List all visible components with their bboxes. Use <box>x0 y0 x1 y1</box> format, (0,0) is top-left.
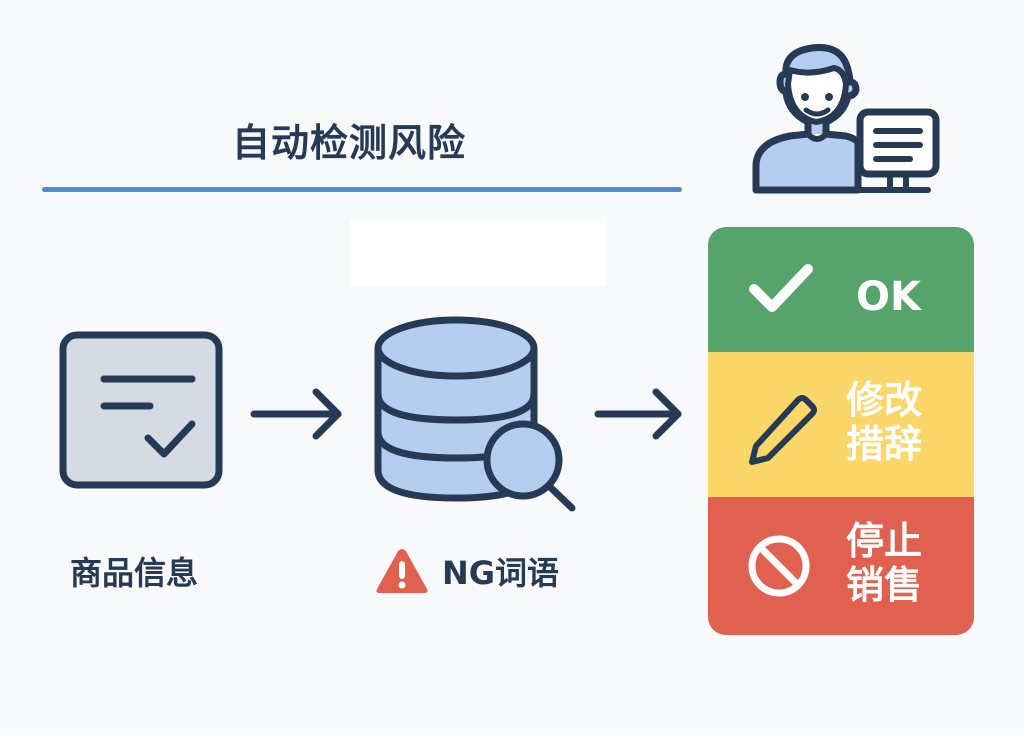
outcome-panel: OK 修改 措辞 停止 销售 <box>708 227 974 635</box>
step-label-product-info: 商品信息 <box>70 554 199 592</box>
title-divider <box>42 187 682 192</box>
outcome-ok: OK <box>708 227 974 352</box>
arrow-right-icon <box>250 388 342 440</box>
ng-words-text: NG词语 <box>442 554 560 592</box>
page-title: 自动检测风险 <box>232 121 467 165</box>
outcome-stop-label: 停止 销售 <box>846 519 923 607</box>
database-search-icon <box>374 316 576 512</box>
document-check-icon <box>59 331 223 489</box>
outcome-revise-wording: 修改 措辞 <box>708 352 974 497</box>
outcome-stop-sales: 停止 销售 <box>708 497 974 635</box>
outcome-revise-label: 修改 措辞 <box>846 378 923 466</box>
step-label-ng-words: NG词语 <box>374 545 559 597</box>
outcome-ok-label: OK <box>856 274 921 320</box>
prohibited-icon <box>748 535 810 597</box>
pencil-icon <box>749 395 817 465</box>
person-with-monitor-icon <box>752 44 940 194</box>
checkmark-icon <box>749 264 813 312</box>
arrow-right-icon <box>594 388 682 440</box>
warning-icon <box>376 549 428 593</box>
blank-placeholder-box <box>350 219 605 286</box>
